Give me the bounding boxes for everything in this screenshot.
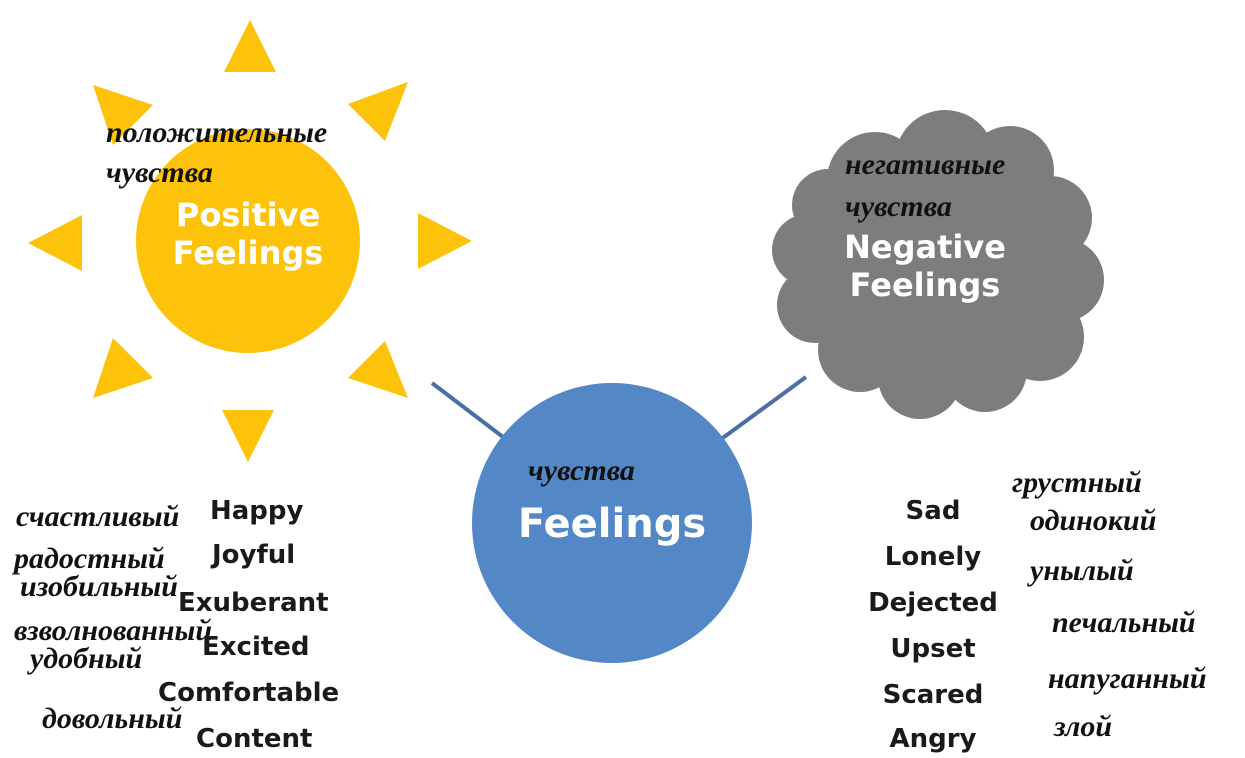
negative-word-en: Dejected [868, 588, 998, 618]
positive-word-ru: удобный [30, 642, 143, 675]
negative-word-en: Lonely [884, 542, 982, 572]
positive-label-en-2: Feelings [172, 234, 324, 273]
positive-word-ru: взволнованный [14, 614, 213, 647]
negative-word-ru: унылый [1030, 554, 1134, 587]
connector-positive [430, 381, 505, 439]
positive-word-en: Exuberant [178, 588, 329, 618]
negative-word-en: Sad [905, 496, 961, 526]
positive-label-en-1: Positive [175, 196, 321, 234]
negative-label-en-1: Negative [844, 228, 1006, 266]
center-node-circle [472, 383, 752, 663]
negative-word-ru: напуганный [1048, 662, 1207, 695]
positive-word-ru: радостный [14, 542, 165, 575]
cloud-icon [772, 110, 1104, 419]
negative-word-ru: печальный [1052, 606, 1196, 639]
negative-word-ru: одинокий [1030, 504, 1157, 537]
positive-word-en: Happy [210, 496, 304, 526]
positive-node-label: Positive Feelings [148, 196, 348, 273]
positive-word-ru: изобильный [20, 570, 178, 603]
negative-word-en: Angry [889, 724, 977, 754]
positive-word-ru: счастливый [16, 500, 180, 533]
positive-label-ru-2: чувства [106, 156, 213, 189]
negative-label-ru-1: негативные [845, 148, 1006, 181]
negative-node-label: Negative Feelings [820, 228, 1030, 305]
positive-word-en: Joyful [212, 540, 296, 570]
center-label-ru: чувства [528, 454, 635, 487]
negative-label-en-2: Feelings [849, 266, 1001, 305]
negative-word-en: Scared [882, 680, 984, 710]
positive-word-ru: довольный [42, 702, 183, 735]
negative-label-ru-2: чувства [845, 190, 952, 223]
negative-word-ru: злой [1054, 710, 1113, 743]
positive-word-en: Content [196, 724, 313, 754]
negative-word-en: Upset [890, 634, 976, 664]
positive-label-ru-1: положительные [106, 116, 328, 149]
negative-word-ru: грустный [1012, 466, 1142, 499]
sun-icon [28, 20, 472, 462]
positive-word-en: Excited [202, 632, 310, 662]
connector-negative [718, 375, 808, 442]
positive-word-en: Comfortable [158, 678, 340, 708]
center-label-en: Feelings [517, 501, 707, 547]
